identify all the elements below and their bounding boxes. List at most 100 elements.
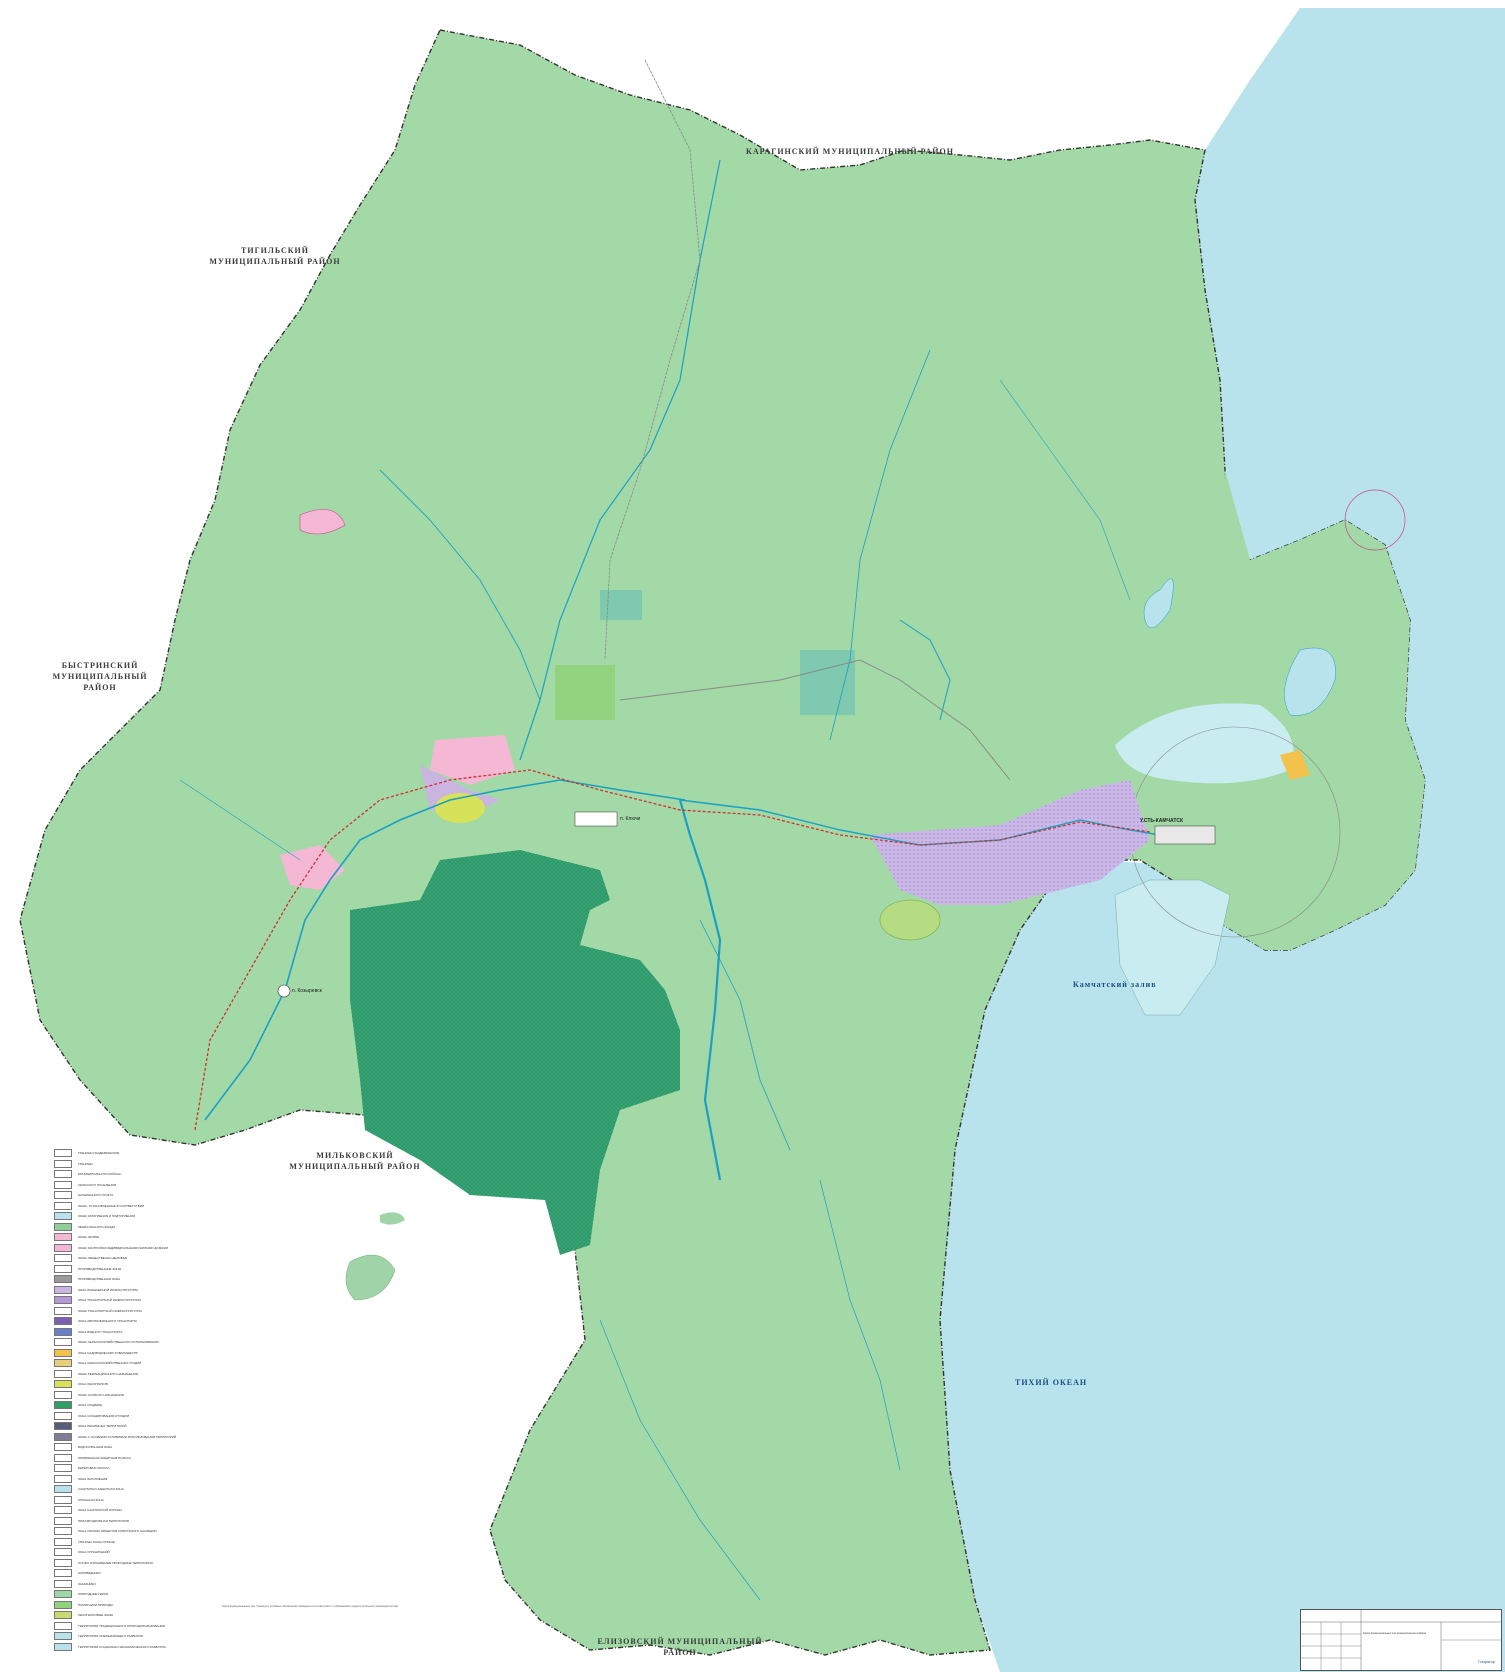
legend-swatch bbox=[54, 1275, 72, 1284]
island-2 bbox=[380, 1212, 405, 1225]
legend-swatch bbox=[54, 1611, 72, 1620]
legend-item: ЗАПОВЕДНИКИ bbox=[54, 1568, 224, 1579]
lake-east bbox=[1284, 647, 1336, 716]
legend-swatch bbox=[54, 1338, 72, 1347]
legend-item: ЗЕМЛИ ЛЕСНОГО ФОНДА bbox=[54, 1222, 224, 1233]
pacific-ocean-label: ТИХИЙ ОКЕАН bbox=[1015, 1378, 1088, 1387]
legend-item: ЗОНА ОГРАНИЧЕНИЙ bbox=[54, 1547, 224, 1558]
legend-label: ЗОНЫ СЕЛЬСКОХОЗЯЙСТВЕННОГО ИСПОЛЬЗОВАНИЯ bbox=[78, 1340, 159, 1345]
legend-label: ЗОНА ТРАНСПОРТНОЙ ИНФРАСТРУКТУРЫ bbox=[78, 1298, 141, 1303]
legend-swatch bbox=[54, 1264, 72, 1273]
map-notes: Карта функциональных зон. Границы и усло… bbox=[222, 1605, 399, 1608]
district-label-bystrinsky: БЫСТРИНСКИЙ МУНИЦИПАЛЬНЫЙ РАЙОН bbox=[52, 661, 148, 692]
legend-label: ЗОНЫ ОБЩЕСТВЕННО-ДЕЛОВЫЕ bbox=[78, 1256, 128, 1261]
legend-item: ЗОНЫ ЖИЛЫЕ bbox=[54, 1232, 224, 1243]
legend-item: ЗОНА АВТОМОБИЛЬНОГО ТРАНСПОРТА bbox=[54, 1316, 224, 1327]
legend-item: ЗОНА СКЛАДИРОВАНИЯ ОТХОДОВ bbox=[54, 1411, 224, 1422]
residential-zone-1 bbox=[430, 735, 515, 785]
district-label-yelizovsky: ЕЛИЗОВСКИЙ МУНИЦИПАЛЬНЫЙ РАЙОН bbox=[597, 1637, 763, 1657]
legend-label: МУНИЦИПАЛЬНОГО РАЙОНА bbox=[78, 1172, 121, 1177]
legend-item: ЗОНА ЛЕСОПАРКОВ bbox=[54, 1379, 224, 1390]
legend-label: ГРАНИЦЫ bbox=[78, 1161, 93, 1166]
legend-item: ЗОНЫ ТРАНСПОРТНОЙ ИНФРАСТРУКТУРЫ bbox=[54, 1306, 224, 1317]
legend-swatch bbox=[54, 1254, 72, 1263]
legend-label: ЗОНА ЗАТОПЛЕНИЯ bbox=[78, 1476, 108, 1481]
legend-item: НАСЕЛЕННОГО ПУНКТА bbox=[54, 1190, 224, 1201]
legend-swatch bbox=[54, 1548, 72, 1557]
legend-swatch bbox=[54, 1327, 72, 1336]
legend-swatch bbox=[54, 1485, 72, 1494]
legend-label: ЗОНА ОГРАНИЧЕНИЙ bbox=[78, 1550, 110, 1555]
legend-swatch bbox=[54, 1401, 72, 1410]
legend-item: ПРОИЗВОДСТВЕННЫЕ ЗОНЫ bbox=[54, 1264, 224, 1275]
legend-item: ПРИАЭРОДРОМНАЯ ТЕРРИТОРИЯ bbox=[54, 1516, 224, 1527]
legend-item: ЛЕСОПАРКОВЫЕ ЗОНЫ bbox=[54, 1610, 224, 1621]
settlement-label-klyuchi: п. Ключи bbox=[620, 816, 641, 822]
legend-item: ЗОНА САДОВОДЧЕСКИХ ТОВАРИЩЕСТВ bbox=[54, 1348, 224, 1359]
district-label-tigilsky: ТИГИЛЬСКИЙ МУНИЦИПАЛЬНЫЙ РАЙОН bbox=[209, 246, 341, 266]
legend-item: ЗОНЫ РЕКРЕАЦИОННОГО НАЗНАЧЕНИЯ bbox=[54, 1369, 224, 1380]
legend-swatch bbox=[54, 1642, 72, 1651]
legend-item: ПРИБРЕЖНАЯ ЗАЩИТНАЯ ПОЛОСА bbox=[54, 1453, 224, 1464]
legend-label: ПАМЯТНИКИ ПРИРОДЫ bbox=[78, 1602, 113, 1607]
legend-item: ТЕРРИТОРИИ СОЦИАЛЬНО-ЭКОНОМИЧЕСКОГО РАЗВ… bbox=[54, 1642, 224, 1653]
legend-item: ЗОНЫ ЗАСТРОЙКИ ИНДИВИДУАЛЬНЫМИ ЖИЛЫМИ ДО… bbox=[54, 1243, 224, 1254]
legend-label: ЗОНА САДОВОДЧЕСКИХ ТОВАРИЩЕСТВ bbox=[78, 1350, 138, 1355]
cape-zone bbox=[1344, 489, 1406, 551]
legend-swatch bbox=[54, 1422, 72, 1431]
legend-item: ЗОНА СЕЛЬСКОХОЗЯЙСТВЕННЫХ УГОДИЙ bbox=[54, 1358, 224, 1369]
legend-label: НАСЕЛЕННОГО ПУНКТА bbox=[78, 1193, 114, 1198]
kozyrevsk-settlement bbox=[277, 984, 291, 998]
legend-swatch bbox=[54, 1285, 72, 1294]
legend-swatch bbox=[54, 1359, 72, 1368]
legend-item: ЗОНЫ ОБЩЕСТВЕННО-ДЕЛОВЫЕ bbox=[54, 1253, 224, 1264]
legend-swatch bbox=[54, 1390, 72, 1399]
legend-item: СЕЛЬСКОГО ПОСЕЛЕНИЯ bbox=[54, 1180, 224, 1191]
legend-swatch bbox=[54, 1222, 72, 1231]
legend-item: ОСОБО ОХРАНЯЕМЫЕ ПРИРОДНЫЕ ТЕРРИТОРИИ bbox=[54, 1558, 224, 1569]
legend-label: ЗОНА ИНЖЕНЕРНОЙ ИНФРАСТРУКТУРЫ bbox=[78, 1287, 139, 1292]
legend-item: ПРОИЗВОДСТВЕННАЯ ЗОНА bbox=[54, 1274, 224, 1285]
legend-item: ЗОНА ИНЖЕНЕРНОЙ ИНФРАСТРУКТУРЫ bbox=[54, 1285, 224, 1296]
agri-field-3 bbox=[800, 650, 855, 715]
legend-swatch bbox=[54, 1516, 72, 1525]
industrial-corridor bbox=[870, 780, 1150, 905]
legend-item: ЗОНА ОХРАНЫ ОБЪЕКТОВ КУЛЬТУРНОГО НАСЛЕДИ… bbox=[54, 1526, 224, 1537]
legend-label: ЗЕМЛИ ЛЕСНОГО ФОНДА bbox=[78, 1224, 116, 1229]
legend-label: ОСОБО ОХРАНЯЕМЫЕ ПРИРОДНЫЕ ТЕРРИТОРИИ bbox=[78, 1560, 153, 1565]
legend-swatch bbox=[54, 1296, 72, 1305]
settlement-label-kozyrevsk: п. Козыревск bbox=[292, 988, 322, 994]
north-road bbox=[604, 59, 701, 661]
legend-label: ЗОНЫ ТРАНСПОРТНОЙ ИНФРАСТРУКТУРЫ bbox=[78, 1308, 142, 1313]
title-block-title: Карта функциональных зон муниципального … bbox=[1363, 1632, 1427, 1635]
legend-swatch bbox=[54, 1411, 72, 1420]
legend-swatch bbox=[54, 1506, 72, 1515]
legend-label: ЗАПОВЕДНИКИ bbox=[78, 1571, 101, 1576]
legend-item: ЗОНА САНИТАРНОЙ ОХРАНЫ bbox=[54, 1505, 224, 1516]
map-legend: ГРАНИЦЫ ГЕОДЕЗИЧЕСКИЕ ГРАНИЦЫ МУНИЦИПАЛЬНО… bbox=[54, 1148, 224, 1652]
legend-label: ЗОНА РЕЖИМНЫХ ТЕРРИТОРИЙ bbox=[78, 1424, 127, 1429]
orange-patch bbox=[1280, 750, 1310, 780]
legend-item: ЗОНЫ, УСТАНОВЛЕННЫЕ В СООТВЕТСТВИИ bbox=[54, 1201, 224, 1212]
legend-swatch bbox=[54, 1317, 72, 1326]
legend-swatch bbox=[54, 1243, 72, 1252]
legend-label: ЗОНА ОХРАНЫ ОБЪЕКТОВ КУЛЬТУРНОГО НАСЛЕДИ… bbox=[78, 1529, 157, 1534]
legend-item: ГРАНИЦЫ bbox=[54, 1159, 224, 1170]
legend-swatch bbox=[54, 1380, 72, 1389]
title-block: Карта функциональных зон муниципального … bbox=[1300, 1609, 1502, 1671]
legend-item: ЗОНА ВОДНОГО ТРАНСПОРТА bbox=[54, 1327, 224, 1338]
legend-item: ТЕРРИТОРИИ ОПЕРЕЖАЮЩЕГО РАЗВИТИЯ bbox=[54, 1631, 224, 1642]
legend-label: ЗОНЫ ОСОБОГО НАЗНАЧЕНИЯ bbox=[78, 1392, 124, 1397]
legend-swatch bbox=[54, 1632, 72, 1641]
legend-item: ТЕРРИТОРИИ ТРАДИЦИОННОГО ПРИРОДОПОЛЬЗОВА… bbox=[54, 1621, 224, 1632]
legend-label: СЕЛЬСКОГО ПОСЕЛЕНИЯ bbox=[78, 1182, 116, 1187]
legend-label: ВОДООХРАННАЯ ЗОНА bbox=[78, 1445, 113, 1450]
district-label-karaginsky: КАРАГИНСКИЙ МУНИЦИПАЛЬНЫЙ РАЙОН bbox=[746, 147, 954, 156]
legend-item: ЗОНЫ ОСОБОГО НАЗНАЧЕНИЯ bbox=[54, 1390, 224, 1401]
legend-label: ЗОНЫ РЕКРЕАЦИОННОГО НАЗНАЧЕНИЯ bbox=[78, 1371, 138, 1376]
secondary-road bbox=[619, 659, 1011, 781]
legend-label: ГРАНИЦЫ ГЕОДЕЗИЧЕСКИЕ bbox=[78, 1151, 120, 1156]
legend-label: ЗОНЫ ЗАСТРОЙКИ ИНДИВИДУАЛЬНЫМИ ЖИЛЫМИ ДО… bbox=[78, 1245, 168, 1250]
legend-item: ГРАНИЦА ЗОНЫ ОХРАНЫ bbox=[54, 1537, 224, 1548]
